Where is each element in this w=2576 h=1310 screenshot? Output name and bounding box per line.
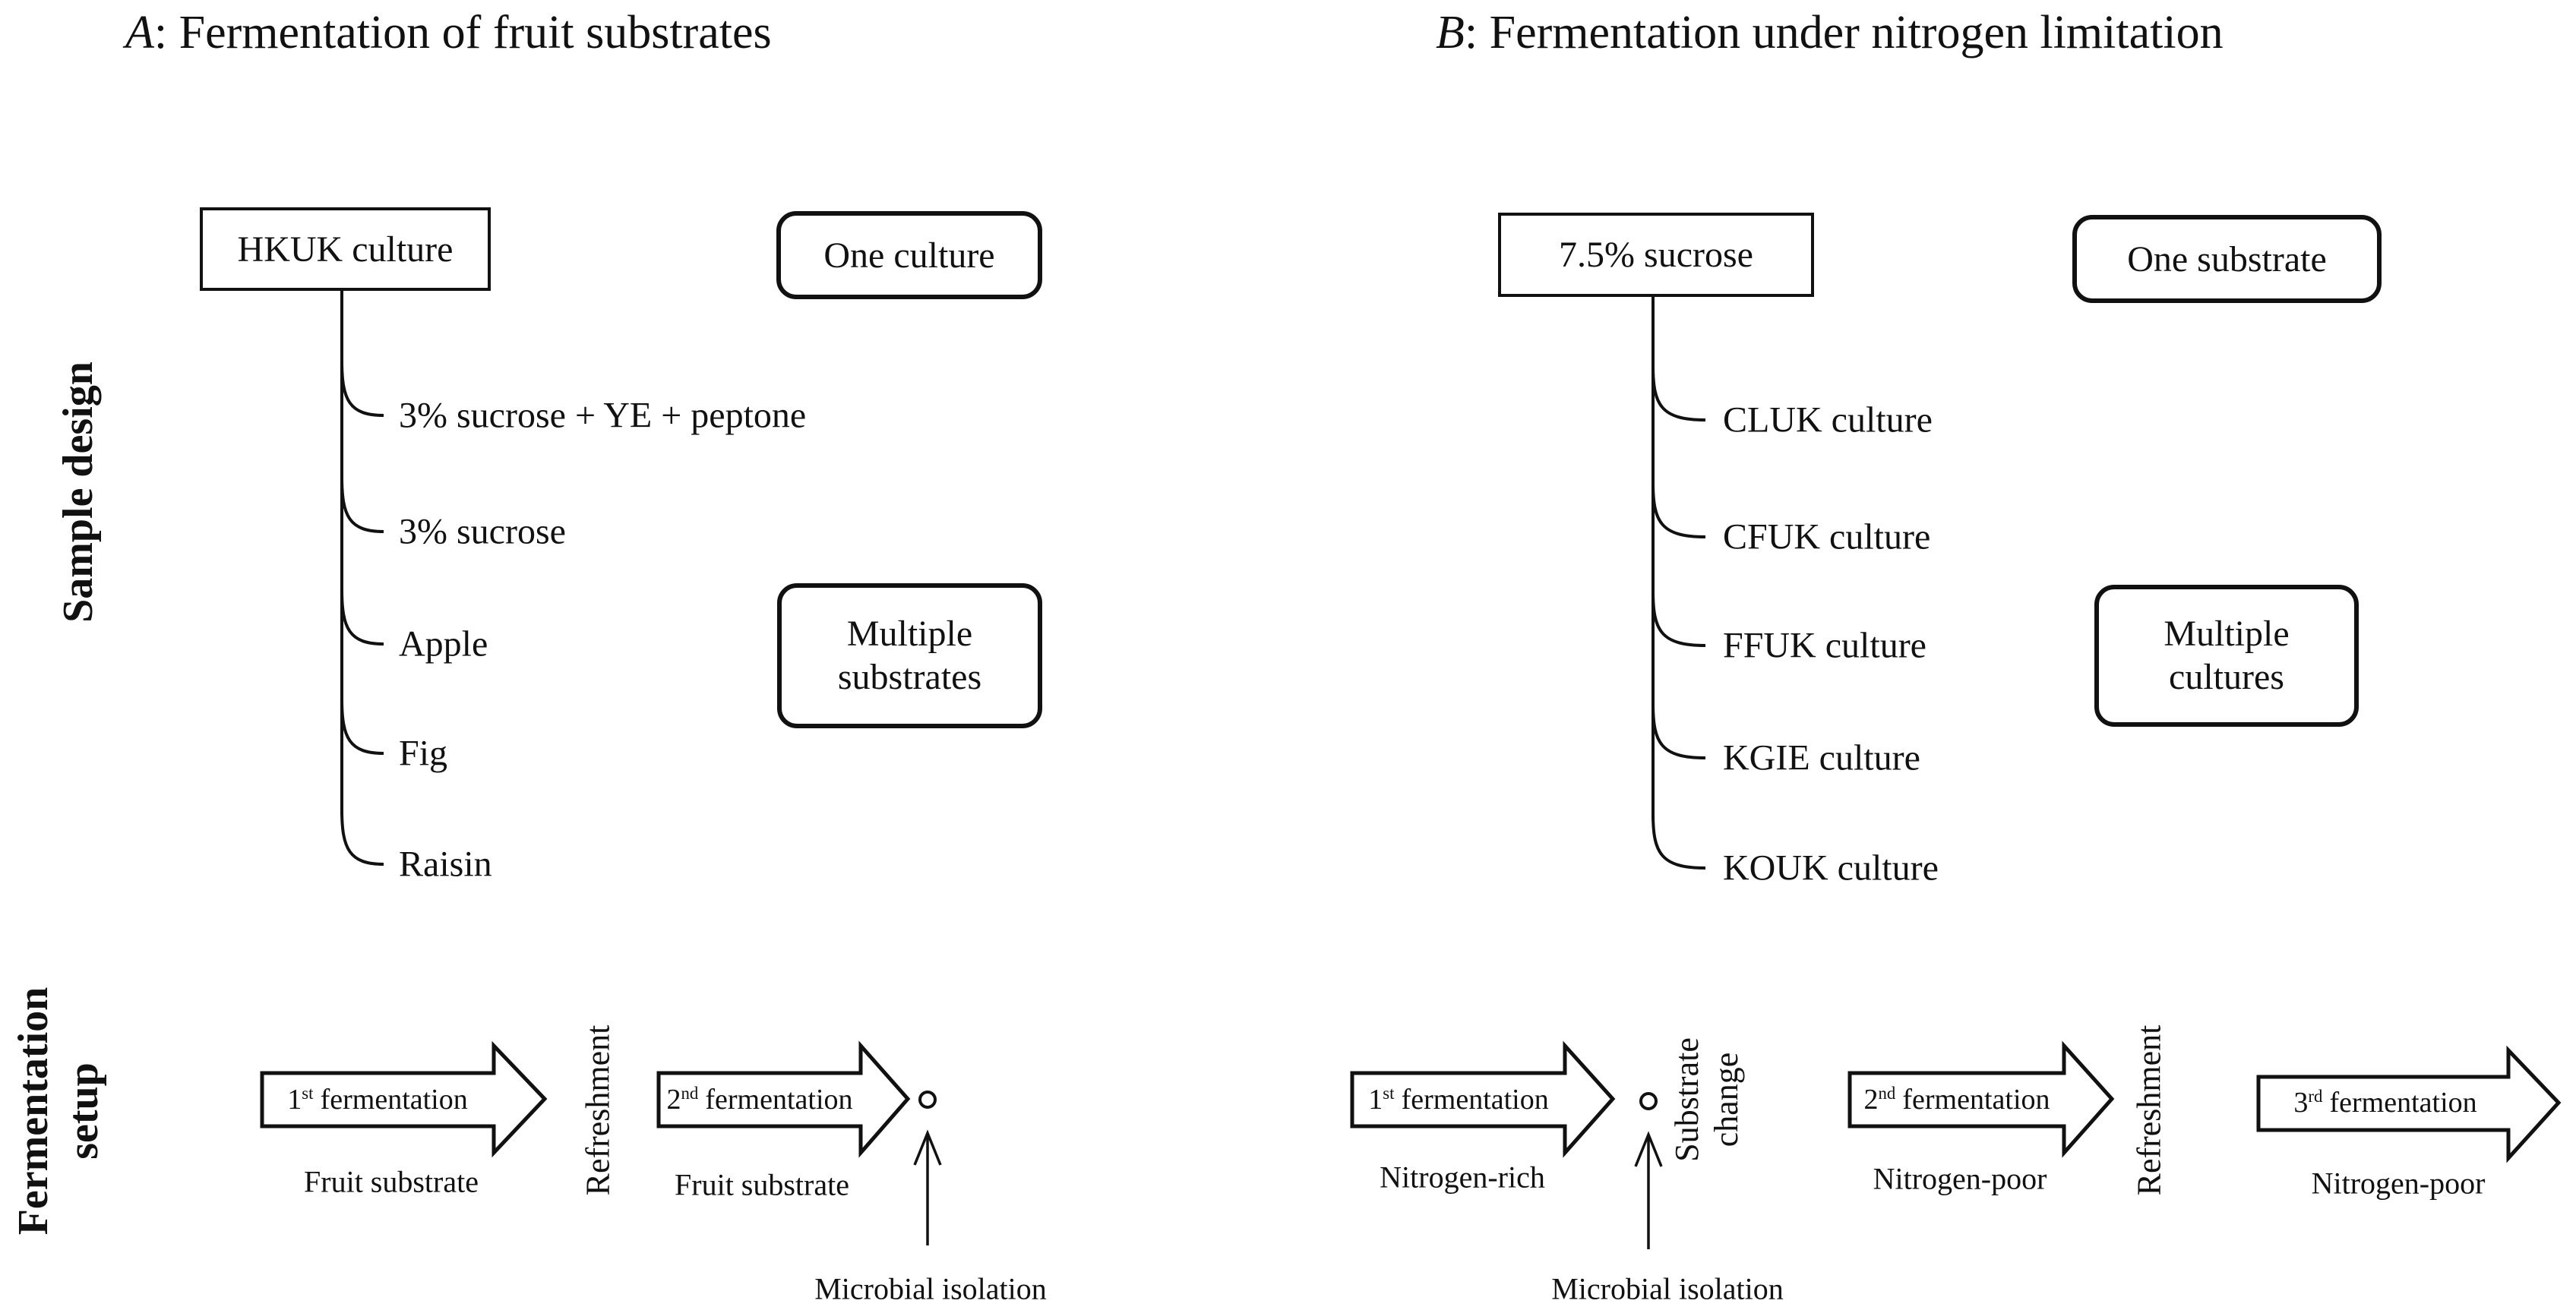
substrate-change-line1: Substrate: [1668, 1037, 1706, 1162]
panel-b-title: B: Fermentation under nitrogen limitatio…: [1436, 6, 2224, 60]
fermentation-word: fermentation: [1902, 1084, 2050, 1116]
branch-a-sucrose-ye-peptone: 3% sucrose + YE + peptone: [399, 395, 807, 436]
branch-a-apple: Apple: [399, 623, 488, 664]
fermentation-setup-label: Fermentation setup: [8, 987, 109, 1236]
panel-a-letter: A: [125, 7, 154, 58]
ordinal-suffix: rd: [2308, 1087, 2323, 1106]
branch-b-cluk: CLUK culture: [1723, 399, 1933, 440]
second-fermentation-label-a: 2nd fermentation: [666, 1083, 852, 1116]
microbial-isolation-arrow-b: [1634, 1131, 1663, 1249]
panel-a-branch-tree: [340, 286, 384, 866]
fruit-substrate-label-2: Fruit substrate: [675, 1167, 849, 1202]
sucrose-box: 7.5% sucrose: [1498, 213, 1814, 297]
ordinal-number: 2: [1863, 1084, 1879, 1116]
substrate-change-line2: change: [1708, 1052, 1745, 1147]
one-substrate-box: One substrate: [2072, 215, 2382, 303]
first-fermentation-label-b: 1st fermentation: [1368, 1083, 1548, 1116]
multiple-substrates-line2: substrates: [837, 656, 982, 697]
microbial-isolation-arrow-a: [913, 1129, 942, 1245]
panel-a-title-text: : Fermentation of fruit substrates: [153, 7, 772, 58]
fermentation-setup-line1: Fermentation: [9, 986, 57, 1236]
panel-b-branch-tree: [1651, 292, 1706, 870]
one-culture-label: One culture: [823, 235, 995, 276]
panel-a-title: A: Fermentation of fruit substrates: [125, 6, 772, 60]
branch-b-kouk: KOUK culture: [1723, 848, 1939, 889]
ordinal-suffix: nd: [681, 1084, 699, 1103]
first-fermentation-arrow-b: [1350, 1040, 1616, 1158]
ordinal-suffix: nd: [1878, 1084, 1896, 1103]
ordinal-number: 2: [666, 1084, 681, 1116]
isolation-point-a: [918, 1091, 937, 1109]
ordinal-number: 1: [287, 1084, 302, 1116]
substrate-change-label: Substrate change: [1667, 1037, 1746, 1162]
fermentation-setup-line2: setup: [60, 1062, 107, 1160]
branch-a-raisin: Raisin: [399, 844, 492, 885]
hkuk-culture-label: HKUK culture: [237, 229, 454, 270]
branch-a-fig: Fig: [399, 733, 448, 774]
ordinal-number: 3: [2293, 1087, 2309, 1119]
fermentation-word: fermentation: [320, 1084, 468, 1116]
branch-b-kgie: KGIE culture: [1723, 737, 1920, 778]
panel-b-letter: B: [1436, 7, 1465, 58]
isolation-point-b: [1639, 1092, 1658, 1110]
fermentation-word: fermentation: [1401, 1084, 1549, 1116]
first-fermentation-label-a: 1st fermentation: [287, 1083, 467, 1116]
first-fermentation-arrow-a: [260, 1040, 548, 1158]
panel-b-title-text: : Fermentation under nitrogen limitation: [1464, 7, 2224, 58]
microbial-isolation-label-b: Microbial isolation: [1551, 1271, 1784, 1306]
multiple-substrates-box: Multiple substrates: [777, 583, 1042, 728]
refreshment-label-b: Refreshment: [2130, 1024, 2168, 1196]
branch-b-ffuk: FFUK culture: [1723, 625, 1926, 666]
branch-a-sucrose: 3% sucrose: [399, 511, 566, 552]
refreshment-label-a: Refreshment: [579, 1024, 617, 1196]
sucrose-box-label: 7.5% sucrose: [1559, 235, 1753, 275]
sample-design-label: Sample design: [55, 361, 102, 623]
multiple-cultures-line2: cultures: [2169, 656, 2284, 697]
second-fermentation-label-b: 2nd fermentation: [1863, 1083, 2050, 1116]
nitrogen-poor-label-2: Nitrogen-poor: [2311, 1166, 2486, 1201]
hkuk-culture-box: HKUK culture: [200, 207, 491, 291]
multiple-cultures-box: Multiple cultures: [2094, 585, 2359, 727]
second-fermentation-arrow-a: [656, 1040, 911, 1158]
nitrogen-rich-label: Nitrogen-rich: [1380, 1160, 1545, 1195]
microbial-isolation-label-a: Microbial isolation: [814, 1271, 1047, 1306]
ordinal-suffix: st: [1383, 1084, 1395, 1103]
third-fermentation-label-b: 3rd fermentation: [2293, 1086, 2476, 1119]
fermentation-word: fermentation: [2329, 1087, 2477, 1119]
multiple-cultures-line1: Multiple: [2164, 613, 2290, 654]
branch-b-cfuk: CFUK culture: [1723, 516, 1931, 557]
ordinal-suffix: st: [302, 1084, 314, 1103]
second-fermentation-arrow-b: [1847, 1040, 2115, 1158]
nitrogen-poor-label-1: Nitrogen-poor: [1873, 1161, 2047, 1196]
fermentation-word: fermentation: [705, 1084, 853, 1116]
one-culture-box: One culture: [776, 211, 1042, 299]
third-fermentation-arrow-b: [2256, 1045, 2562, 1163]
fruit-substrate-label-1: Fruit substrate: [304, 1164, 479, 1199]
multiple-substrates-line1: Multiple: [846, 613, 973, 654]
ordinal-number: 1: [1368, 1084, 1383, 1116]
one-substrate-label: One substrate: [2127, 238, 2327, 279]
